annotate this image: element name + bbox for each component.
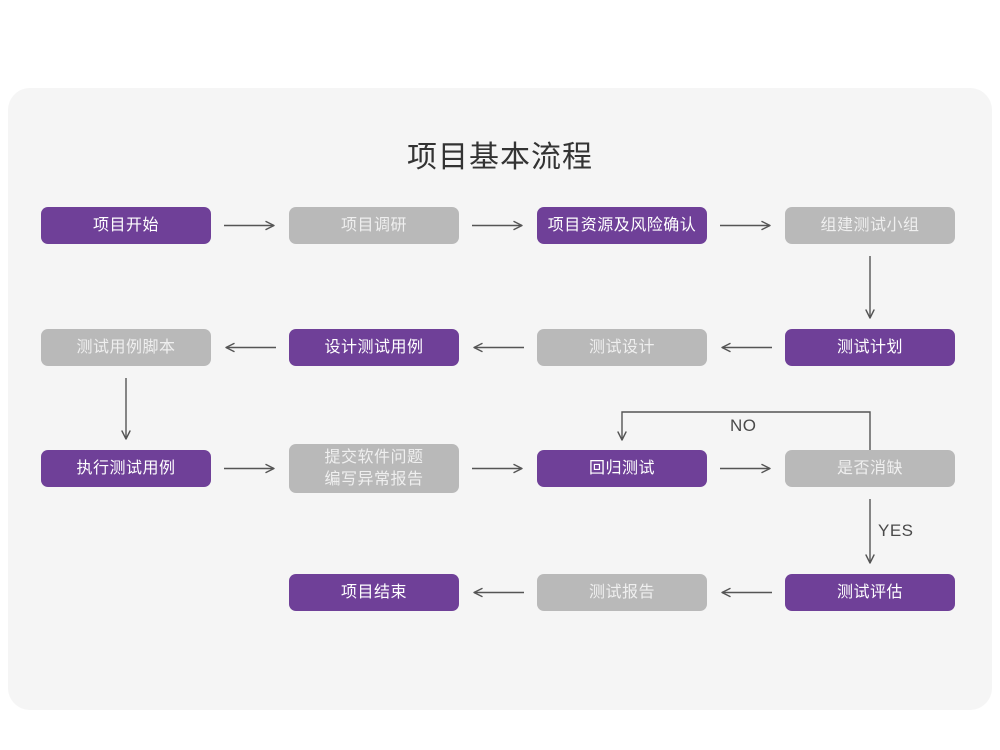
- node-execute-test-cases[interactable]: 执行测试用例: [41, 450, 211, 487]
- node-test-design[interactable]: 测试设计: [537, 329, 707, 366]
- node-label: 项目资源及风险确认: [547, 216, 697, 234]
- node-design-test-cases[interactable]: 设计测试用例: [289, 329, 459, 366]
- node-regression-test[interactable]: 回归测试: [537, 450, 707, 487]
- node-test-case-scripts[interactable]: 测试用例脚本: [41, 329, 211, 366]
- node-project-research[interactable]: 项目调研: [289, 207, 459, 244]
- node-label: 组建测试小组: [820, 216, 920, 234]
- content-card: [8, 88, 992, 710]
- node-resource-risk-confirm[interactable]: 项目资源及风险确认: [537, 207, 707, 244]
- node-test-evaluation[interactable]: 测试评估: [785, 574, 955, 611]
- node-project-start[interactable]: 项目开始: [41, 207, 211, 244]
- node-label: 测试评估: [836, 583, 903, 601]
- node-label-second-line: 编写异常报告: [324, 470, 424, 488]
- edge-label-no: NO: [730, 416, 757, 435]
- node-label: 设计测试用例: [324, 338, 424, 356]
- edge-label-yes: YES: [878, 521, 914, 540]
- node-label: 测试报告: [588, 583, 655, 601]
- node-form-test-team[interactable]: 组建测试小组: [785, 207, 955, 244]
- node-label: 测试计划: [836, 338, 903, 356]
- node-defects-cleared-decision[interactable]: 是否消缺: [785, 450, 955, 487]
- page-title: 项目基本流程: [407, 141, 593, 174]
- node-test-report[interactable]: 测试报告: [537, 574, 707, 611]
- node-label: 测试设计: [588, 338, 655, 356]
- node-label: 项目开始: [92, 216, 159, 234]
- node-label: 项目结束: [340, 583, 407, 601]
- node-submit-defects-report[interactable]: 提交软件问题 编写异常报告: [289, 444, 459, 493]
- node-label: 回归测试: [588, 459, 655, 477]
- node-label: 是否消缺: [836, 459, 903, 477]
- node-label: 项目调研: [340, 216, 407, 234]
- node-label: 提交软件问题: [324, 448, 424, 466]
- node-label: 执行测试用例: [76, 459, 176, 477]
- node-project-end[interactable]: 项目结束: [289, 574, 459, 611]
- node-test-plan[interactable]: 测试计划: [785, 329, 955, 366]
- node-label: 测试用例脚本: [76, 338, 176, 356]
